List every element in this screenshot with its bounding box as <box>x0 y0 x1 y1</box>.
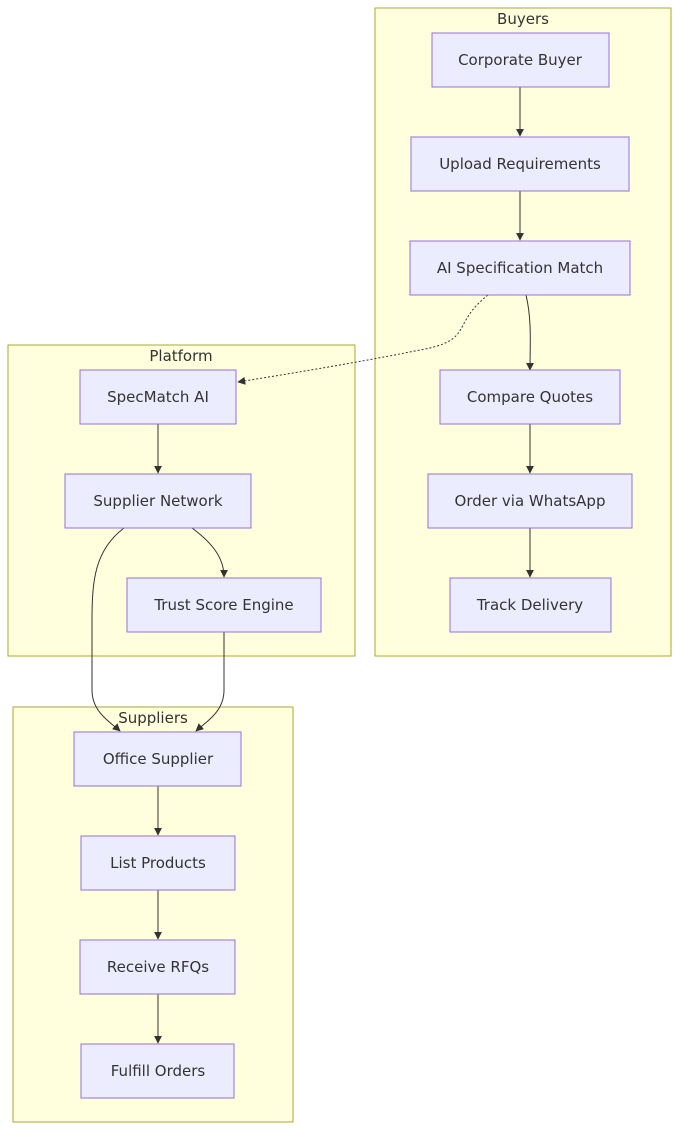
node-fulfill-orders[interactable]: Fulfill Orders <box>80 1043 235 1099</box>
node-receive-rfqs[interactable]: Receive RFQs <box>79 939 236 995</box>
node-list-products[interactable]: List Products <box>80 835 236 891</box>
node-corporate-buyer-label: Corporate Buyer <box>458 51 583 69</box>
node-ai-specification-match-label: AI Specification Match <box>437 259 603 277</box>
node-upload-requirements-label: Upload Requirements <box>439 155 601 173</box>
node-receive-rfqs-label: Receive RFQs <box>107 958 209 976</box>
node-supplier-network[interactable]: Supplier Network <box>64 473 252 529</box>
node-order-via-whatsapp-label: Order via WhatsApp <box>455 492 606 510</box>
node-trust-score-engine-label: Trust Score Engine <box>153 596 293 614</box>
cluster-suppliers-title: Suppliers <box>118 709 188 727</box>
node-supplier-network-label: Supplier Network <box>93 492 223 510</box>
node-track-delivery-label: Track Delivery <box>476 596 583 614</box>
edges <box>91 87 535 1044</box>
edge-ai-specification-match-to-specmatch-ai <box>237 294 489 385</box>
node-fulfill-orders-label: Fulfill Orders <box>111 1062 206 1080</box>
cluster-platform-title: Platform <box>149 347 212 365</box>
edge-trust-score-engine-to-office-supplier <box>195 632 225 732</box>
node-office-supplier[interactable]: Office Supplier <box>73 731 242 787</box>
cluster-buyers: Buyers <box>374 7 672 657</box>
cluster-buyers-title: Buyers <box>497 10 549 28</box>
node-specmatch-ai-label: SpecMatch AI <box>107 388 209 406</box>
node-corporate-buyer[interactable]: Corporate Buyer <box>431 32 610 88</box>
node-upload-requirements[interactable]: Upload Requirements <box>410 136 630 192</box>
node-compare-quotes[interactable]: Compare Quotes <box>439 369 621 425</box>
node-office-supplier-label: Office Supplier <box>103 750 214 768</box>
edge-supplier-network-to-office-supplier <box>91 527 125 732</box>
edge-ai-specification-match-to-compare-quotes <box>525 294 535 371</box>
edge-supplier-network-to-trust-score-engine <box>191 527 228 578</box>
node-list-products-label: List Products <box>110 854 206 872</box>
node-ai-specification-match[interactable]: AI Specification Match <box>409 240 631 296</box>
node-trust-score-engine[interactable]: Trust Score Engine <box>126 577 322 633</box>
node-specmatch-ai[interactable]: SpecMatch AI <box>79 369 237 425</box>
node-compare-quotes-label: Compare Quotes <box>467 388 593 406</box>
node-track-delivery[interactable]: Track Delivery <box>449 577 612 633</box>
node-order-via-whatsapp[interactable]: Order via WhatsApp <box>427 473 633 529</box>
